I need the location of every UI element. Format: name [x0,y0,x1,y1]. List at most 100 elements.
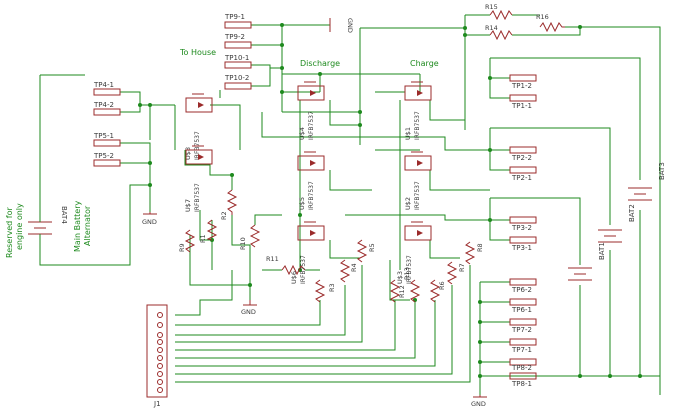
resistor-r15-symbol [489,9,513,21]
mosfet-u8-label: U$8 [184,147,192,160]
mosfet-u7-symbol [185,145,213,165]
gnd-label-bottom: GND [471,400,486,408]
mosfet-u2-label: U$2 [404,197,412,210]
tp5-2-label: TP5-2 [93,152,114,160]
gnd-label-left: GND [142,218,157,226]
resistor-r4-label: R4 [350,263,358,272]
mosfet-u6-label: U$6 [290,271,298,284]
resistor-r14-symbol [489,29,513,41]
battery-bat2-symbol [598,229,622,243]
resistor-r4-symbol [339,259,351,283]
mosfet-u8-symbol [185,93,213,113]
tp4-2-label: TP4-2 [93,101,114,109]
connector-j1-symbol [146,304,168,398]
tp10-2-label: TP10-2 [224,74,249,82]
tp2-2-label: TP2-2 [511,154,532,162]
alternator-annotation: Alternator [83,205,92,246]
resistor-r8-label: R8 [476,243,484,252]
tp8-2-label: TP8-2 [511,364,532,372]
tp6-1-label: TP6-1 [511,306,532,314]
resistor-r6-label: R6 [438,281,446,290]
ground-symbol-bottom [473,395,487,398]
mosfet-u1-symbol [404,81,432,101]
mosfet-u6-symbol [297,221,325,241]
battery-bat4-label: BAT4 [60,206,68,224]
to-house-annotation: To House [179,48,216,57]
mosfet-u2-symbol [404,151,432,171]
test-point-pads [93,21,537,380]
mosfet-u6-part: IRFB7537 [300,255,307,284]
battery-bat4-symbol [28,210,52,240]
resistor-r12-label: R12 [398,285,406,298]
ground-symbol-left [143,212,157,215]
tp7-2-label: TP7-2 [511,326,532,334]
tp5-1-label: TP5-1 [93,132,114,140]
charge-annotation: Charge [410,59,439,68]
mosfet-u7-part: IRFB7537 [194,183,201,212]
resistor-r12-symbol [389,279,401,303]
tp10-1-label: TP10-1 [224,54,249,62]
tp7-1-label: TP7-1 [511,346,532,354]
mosfet-u4-label: U$4 [298,127,306,140]
resistor-r14-label: R14 [485,24,498,32]
resistor-r13-symbol [409,279,421,303]
tp3-1-label: TP3-1 [511,244,532,252]
battery-bat3-symbol [628,187,652,201]
mosfet-u1-label: U$1 [404,127,412,140]
tp4-1-label: TP4-1 [93,81,114,89]
resistor-r2-label: R2 [220,211,228,220]
resistor-r10-label: R10 [239,237,247,250]
resistor-r8-symbol [464,241,476,265]
mosfet-u4-symbol [297,81,325,101]
tp1-2-label: TP1-2 [511,82,532,90]
resistor-r7-label: R7 [458,263,466,272]
battery-bat3-label: BAT3 [658,162,666,180]
tp6-2-label: TP6-2 [511,286,532,294]
mosfet-u3-label: U$3 [396,271,404,284]
discharge-annotation: Discharge [300,59,340,68]
reserved-annotation-line1: Reserved for [5,207,14,258]
ground-symbol-mid [243,300,257,306]
mosfet-u2-part: IRFB7537 [414,181,421,210]
resistor-r9-label: R9 [178,243,186,252]
battery-bat1-symbol [568,267,592,281]
resistor-r5-label: R5 [368,243,376,252]
mosfet-u3-symbol [404,221,432,241]
resistor-r3-label: R3 [328,283,336,292]
mosfet-u5-symbol [297,151,325,171]
mosfet-u7-label: U$7 [184,199,192,212]
wires [39,14,661,395]
resistor-r2-symbol [226,189,238,215]
connector-j1-label: J1 [153,400,161,408]
resistor-r1-symbol [206,219,218,241]
resistor-r10-symbol [249,224,261,248]
mosfet-u3-part: IRFB7537 [406,255,413,284]
resistor-r6-symbol [429,279,441,303]
resistor-r11-symbol [281,264,306,276]
resistor-r9-symbol [184,229,196,253]
tp2-1-label: TP2-1 [511,174,532,182]
tp3-2-label: TP3-2 [511,224,532,232]
battery-bat2-label: BAT2 [628,204,636,222]
resistor-r15-label: R15 [485,3,498,11]
mosfet-u5-part: IRFB7537 [308,181,315,210]
junction-dots [138,23,642,378]
gnd-label-mid: GND [241,308,256,316]
battery-bat1-label: BAT1 [598,242,606,260]
mosfet-u5-label: U$5 [298,197,306,210]
resistor-r16-symbol [539,21,565,33]
tp8-1-label: TP8-1 [511,380,532,388]
mosfet-u1-part: IRFB7537 [414,111,421,140]
mosfet-u4-part: IRFB7537 [308,111,315,140]
resistor-r1-label: R1 [199,234,207,243]
resistor-r5-symbol [356,239,368,263]
gnd-label-top: GND [346,18,354,33]
resistor-r3-symbol [314,279,326,303]
reserved-annotation-line2: engine only [15,203,24,250]
resistor-r16-label: R16 [536,13,549,21]
tp9-2-label: TP9-2 [224,33,245,41]
resistor-r13-label: R13 [403,267,411,280]
tp9-1-label: TP9-1 [224,13,245,21]
